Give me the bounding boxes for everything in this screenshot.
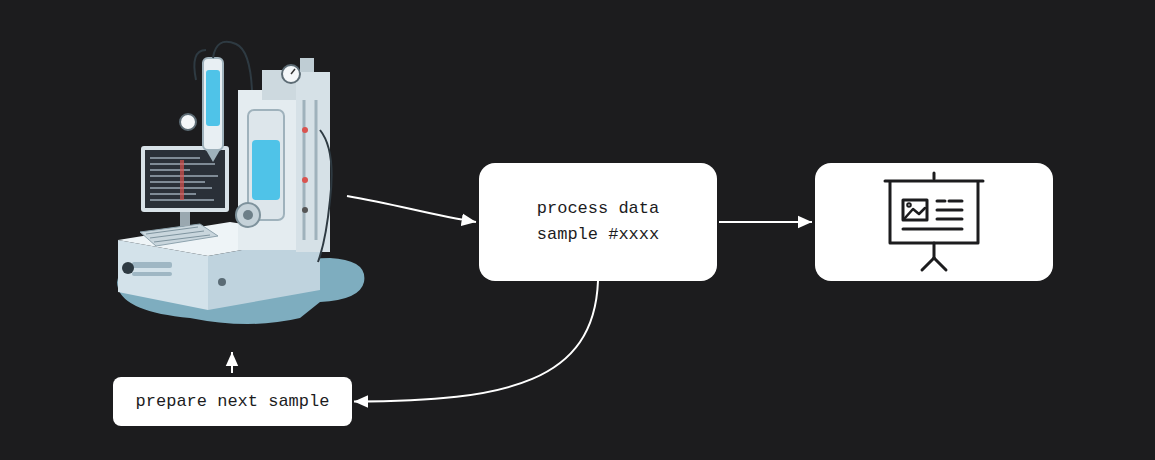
node-label: prepare next sample xyxy=(136,389,330,415)
process-box: process data sample #xxxx xyxy=(479,163,717,281)
node-label: process data sample #xxxx xyxy=(523,196,673,248)
feed-machine-arrow xyxy=(231,352,233,373)
lab-machine xyxy=(117,42,364,324)
presentation-icon xyxy=(885,173,983,270)
process-to-report-arrow xyxy=(719,221,812,223)
machine-output-arrow xyxy=(347,196,476,222)
connector-arrow xyxy=(354,281,598,402)
presentation-box xyxy=(815,163,1053,281)
step-box: prepare next sample xyxy=(113,377,352,426)
